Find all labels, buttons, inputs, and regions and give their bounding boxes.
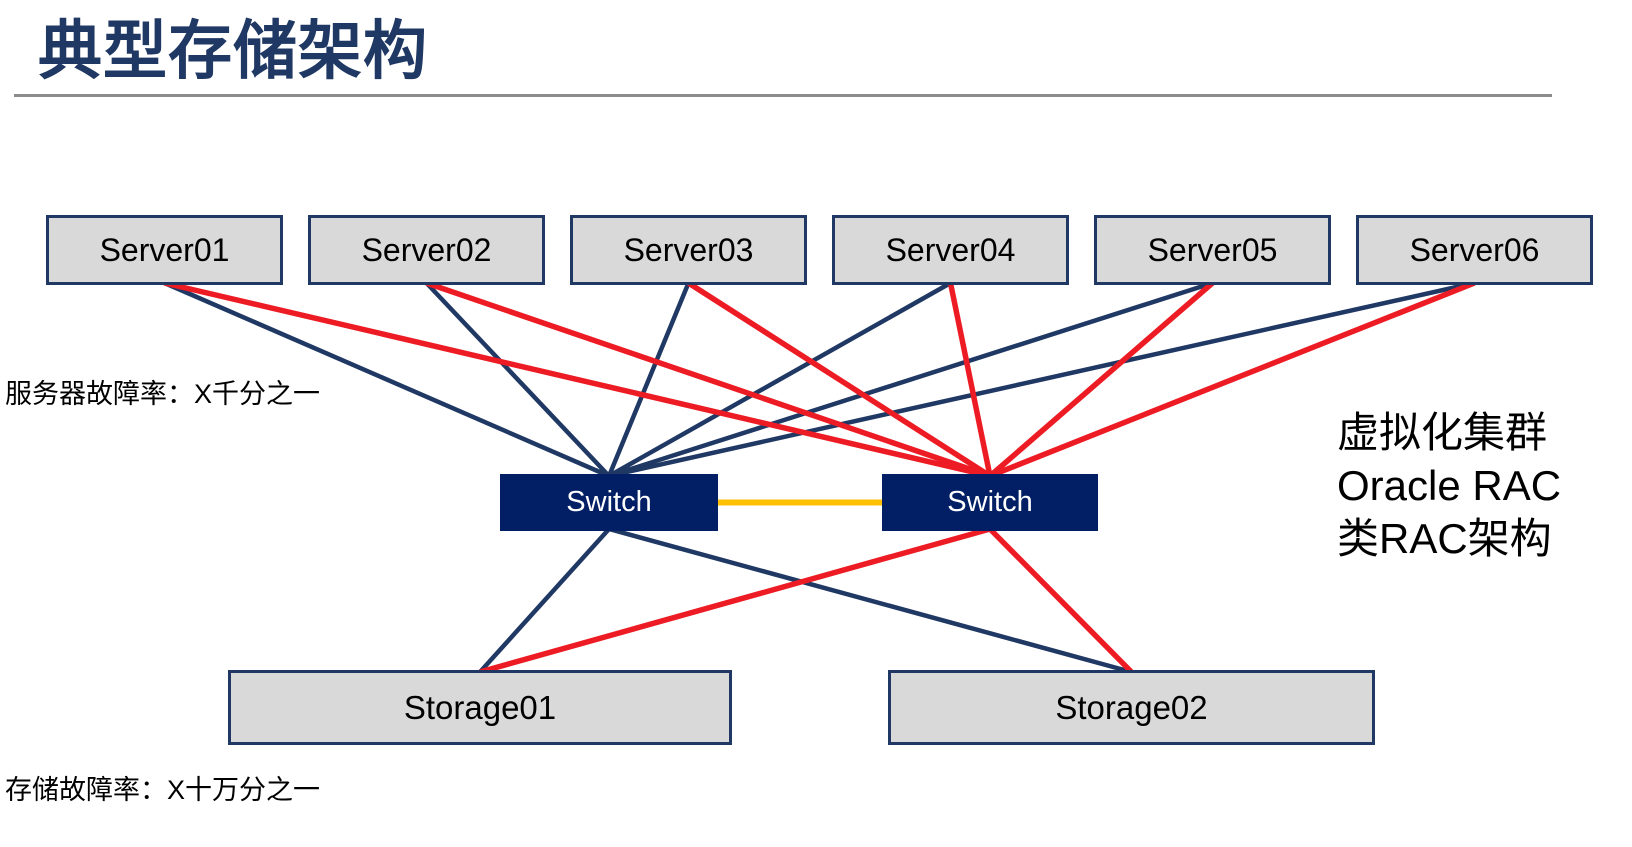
- cluster-annotation-line2: Oracle RAC: [1337, 462, 1562, 509]
- storage-failure-rate-label: 存储故障率：X十万分之一: [5, 775, 321, 805]
- server-failure-rate-label: 服务器故障率：X千分之一: [5, 379, 321, 409]
- server02-label: Server02: [361, 231, 492, 268]
- server06-box: Server06: [1356, 215, 1593, 285]
- storage01-label: Storage01: [403, 688, 557, 726]
- cluster-annotation-line3: 类RAC架构: [1337, 515, 1552, 562]
- title-divider-line: [14, 94, 1552, 97]
- server03-box: Server03: [570, 215, 807, 285]
- server03-label: Server03: [623, 231, 754, 268]
- server05-box: Server05: [1094, 215, 1331, 285]
- server01-box: Server01: [46, 215, 283, 285]
- server02-box: Server02: [308, 215, 545, 285]
- storage02-box: Storage02: [888, 670, 1375, 745]
- switch-right-label: Switch: [947, 486, 1033, 518]
- page-title: 典型存储架构: [38, 15, 428, 87]
- server06-label: Server06: [1409, 231, 1540, 268]
- storage02-label: Storage02: [1055, 688, 1208, 726]
- server01-label: Server01: [99, 231, 230, 268]
- storage01-box: Storage01: [228, 670, 732, 745]
- cluster-annotation: 虚拟化集群 Oracle RAC 类RAC架构: [1337, 406, 1561, 565]
- switch-right-box: Switch: [882, 474, 1098, 531]
- switch-left-box: Switch: [500, 474, 718, 531]
- server04-box: Server04: [832, 215, 1069, 285]
- server04-label: Server04: [885, 231, 1016, 268]
- server05-label: Server05: [1147, 231, 1278, 268]
- switch-left-label: Switch: [566, 486, 652, 518]
- cluster-annotation-line1: 虚拟化集群: [1337, 409, 1548, 456]
